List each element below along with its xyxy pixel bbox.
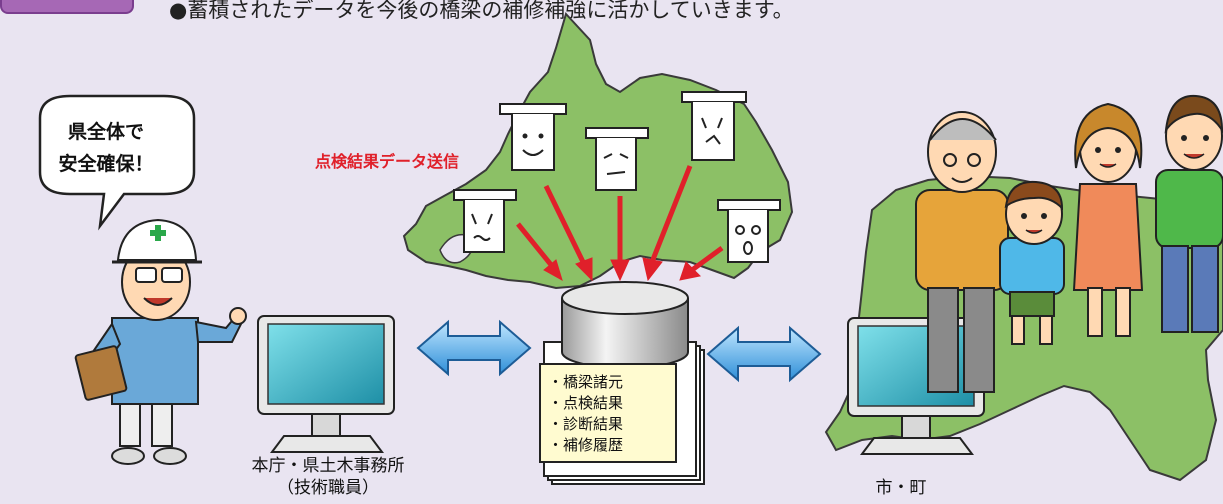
double-arrow-right [706, 325, 822, 383]
double-arrow-left [416, 319, 532, 377]
database-item: ・診断結果 [548, 415, 624, 433]
city-label: 市・町 [875, 478, 927, 498]
family-icon [915, 94, 1223, 393]
database-item: ・補修履歴 [548, 436, 624, 454]
database-cylinder-icon [539, 281, 705, 485]
bridge-face-icon [681, 91, 747, 161]
monitor-icon [257, 315, 395, 453]
database-item-list: ・橋梁諸元 ・点検結果 ・診断結果 ・補修履歴 [548, 372, 672, 456]
data-transmission-arrows [516, 165, 724, 282]
speech-bubble [38, 94, 196, 231]
bridge-face-icon [499, 103, 567, 171]
worker-icon [74, 218, 247, 465]
speech-bubble-text: 県全体で 安全確保！ [20, 116, 192, 180]
speech-line-1: 県全体で [67, 121, 144, 143]
speech-line-2: 安全確保！ [58, 153, 154, 175]
database-item: ・点検結果 [548, 394, 624, 412]
office-label: 本庁・県土木事務所 （技術職員） [213, 455, 443, 499]
office-label-line-1: 本庁・県土木事務所 [251, 456, 405, 476]
bridge-face-icon [453, 189, 517, 253]
bridge-face-icon [585, 127, 649, 191]
section-tab [0, 0, 134, 14]
database-item: ・橋梁諸元 [548, 373, 624, 391]
office-label-line-2: （技術職員） [277, 478, 379, 498]
bridge-face-icon [717, 199, 781, 263]
page-caption: ●蓄積されたデータを今後の橋梁の補修補強に活かしていきます。 [169, 0, 794, 22]
data-transmission-label: 点検結果データ送信 [315, 152, 460, 171]
